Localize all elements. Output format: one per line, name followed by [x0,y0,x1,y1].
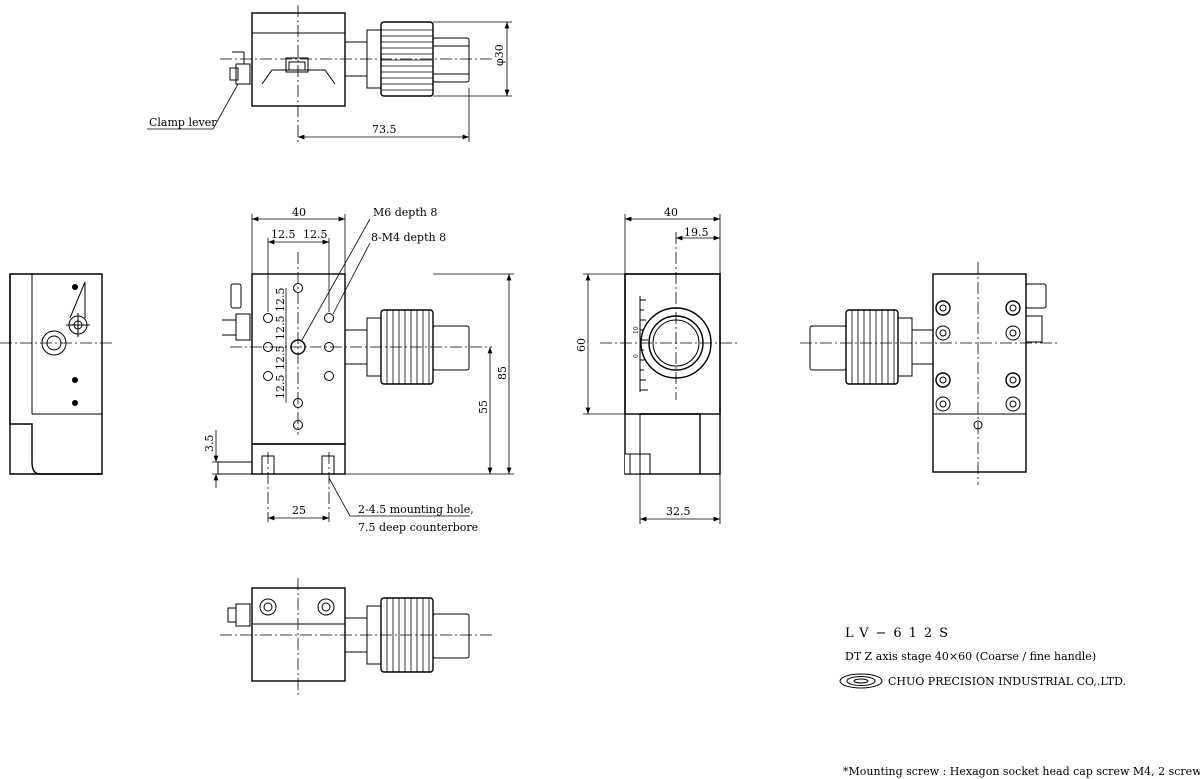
top-view: φ30 73.5 Clamp lever [147,5,512,142]
back-view [800,262,1060,485]
height-55-label: 55 [477,400,490,414]
foot-32-5-label: 32.5 [666,505,691,518]
m6-hole [290,339,306,355]
left-view [0,273,115,475]
front-view: 40 12.5 12.5 12.5 12.5 12.5 12.5 M6 dept… [203,206,514,534]
offset-19-5-label: 19.5 [684,226,709,239]
product-description: DT Z axis stage 40×60 (Coarse / fine han… [845,650,1096,663]
height-60-label: 60 [575,338,588,352]
mount-note-2: 7.5 deep counterbore [358,521,478,534]
width-40-label: 40 [292,206,306,219]
clamp-lever-label: Clamp lever [149,116,217,129]
m4-holes [263,283,334,430]
pitch-b-label: 12.5 [303,228,328,241]
scale-ticks [640,299,648,391]
title-block: LV−612S DT Z axis stage 40×60 (Coarse / … [839,626,1200,778]
mount-note-1: 2-4.5 mounting hole, [358,503,474,516]
back-holes [935,300,1021,430]
v-pitch-3: 12.5 [274,346,287,371]
height-85-label: 85 [496,366,509,380]
company-name: CHUO PRECISION INDUSTRIAL CO,.LTD. [888,675,1126,688]
coarse-knob [380,21,434,97]
side-view: 10 0 40 19.5 60 32.5 [575,206,740,524]
base-3-5-label: 3.5 [203,435,216,453]
back-knob [845,309,899,385]
bottom-view [220,578,492,698]
m6-note: M6 depth 8 [373,206,437,219]
scale-mark-0: 0 [633,354,640,358]
spacing-25-label: 25 [292,504,306,517]
scale-mark-10: 10 [633,326,640,334]
diameter-label: φ30 [493,44,506,66]
model-number: LV−612S [845,626,955,641]
v-pitch-4: 12.5 [274,375,287,400]
company-logo [839,673,883,689]
length-73-5-label: 73.5 [372,123,397,136]
v-pitch-2: 12.5 [274,316,287,341]
mounting-screw-footnote: *Mounting screw : Hexagon socket head ca… [843,765,1200,778]
m4-note: 8-M4 depth 8 [371,231,446,244]
pitch-a-label: 12.5 [271,228,296,241]
v-pitch-1: 12.5 [274,288,287,313]
side-width-40-label: 40 [664,206,678,219]
